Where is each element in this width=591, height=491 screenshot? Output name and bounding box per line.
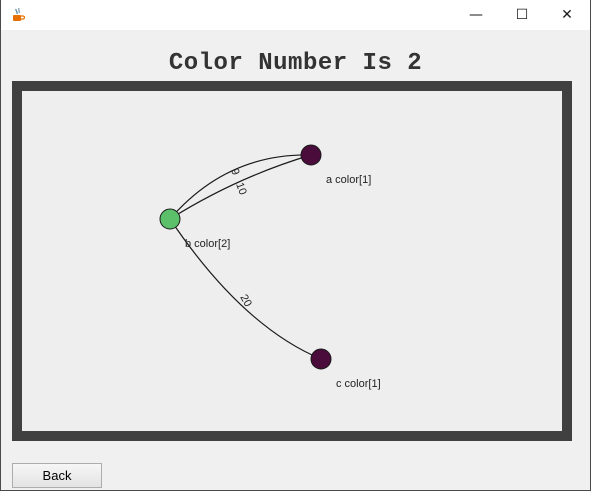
node-label-c: c color[1] <box>336 378 381 390</box>
graph-edge-b-c <box>169 218 322 360</box>
edge-weight-label: 9 <box>228 167 241 177</box>
edge-weight-label: 20 <box>237 293 254 310</box>
graph-node-a[interactable] <box>300 144 322 166</box>
graph-node-b[interactable] <box>159 208 181 230</box>
edge-weight-label: 10 <box>233 181 248 197</box>
minimize-button[interactable]: — <box>453 0 499 30</box>
graph-panel: 9 10 20 a color[1] b color[2] c color[1] <box>12 81 572 441</box>
page-title: Color Number Is 2 <box>168 50 423 77</box>
close-button[interactable]: ✕ <box>544 0 590 30</box>
node-label-b: b color[2] <box>185 238 230 250</box>
java-cup-icon <box>13 7 26 21</box>
close-icon: ✕ <box>561 7 573 23</box>
minimize-icon: — <box>469 7 483 23</box>
graph-node-c[interactable] <box>310 348 332 370</box>
node-label-a: a color[1] <box>326 174 371 186</box>
graph-edge-b-a <box>169 154 312 220</box>
maximize-icon: ☐ <box>515 7 529 23</box>
title-bar[interactable]: — ☐ ✕ <box>1 0 590 30</box>
back-button[interactable]: Back <box>12 463 102 488</box>
graph-canvas: 9 10 20 a color[1] b color[2] c color[1] <box>159 144 381 390</box>
maximize-button[interactable]: ☐ <box>499 0 545 30</box>
graph-edge-b-a <box>169 154 312 220</box>
